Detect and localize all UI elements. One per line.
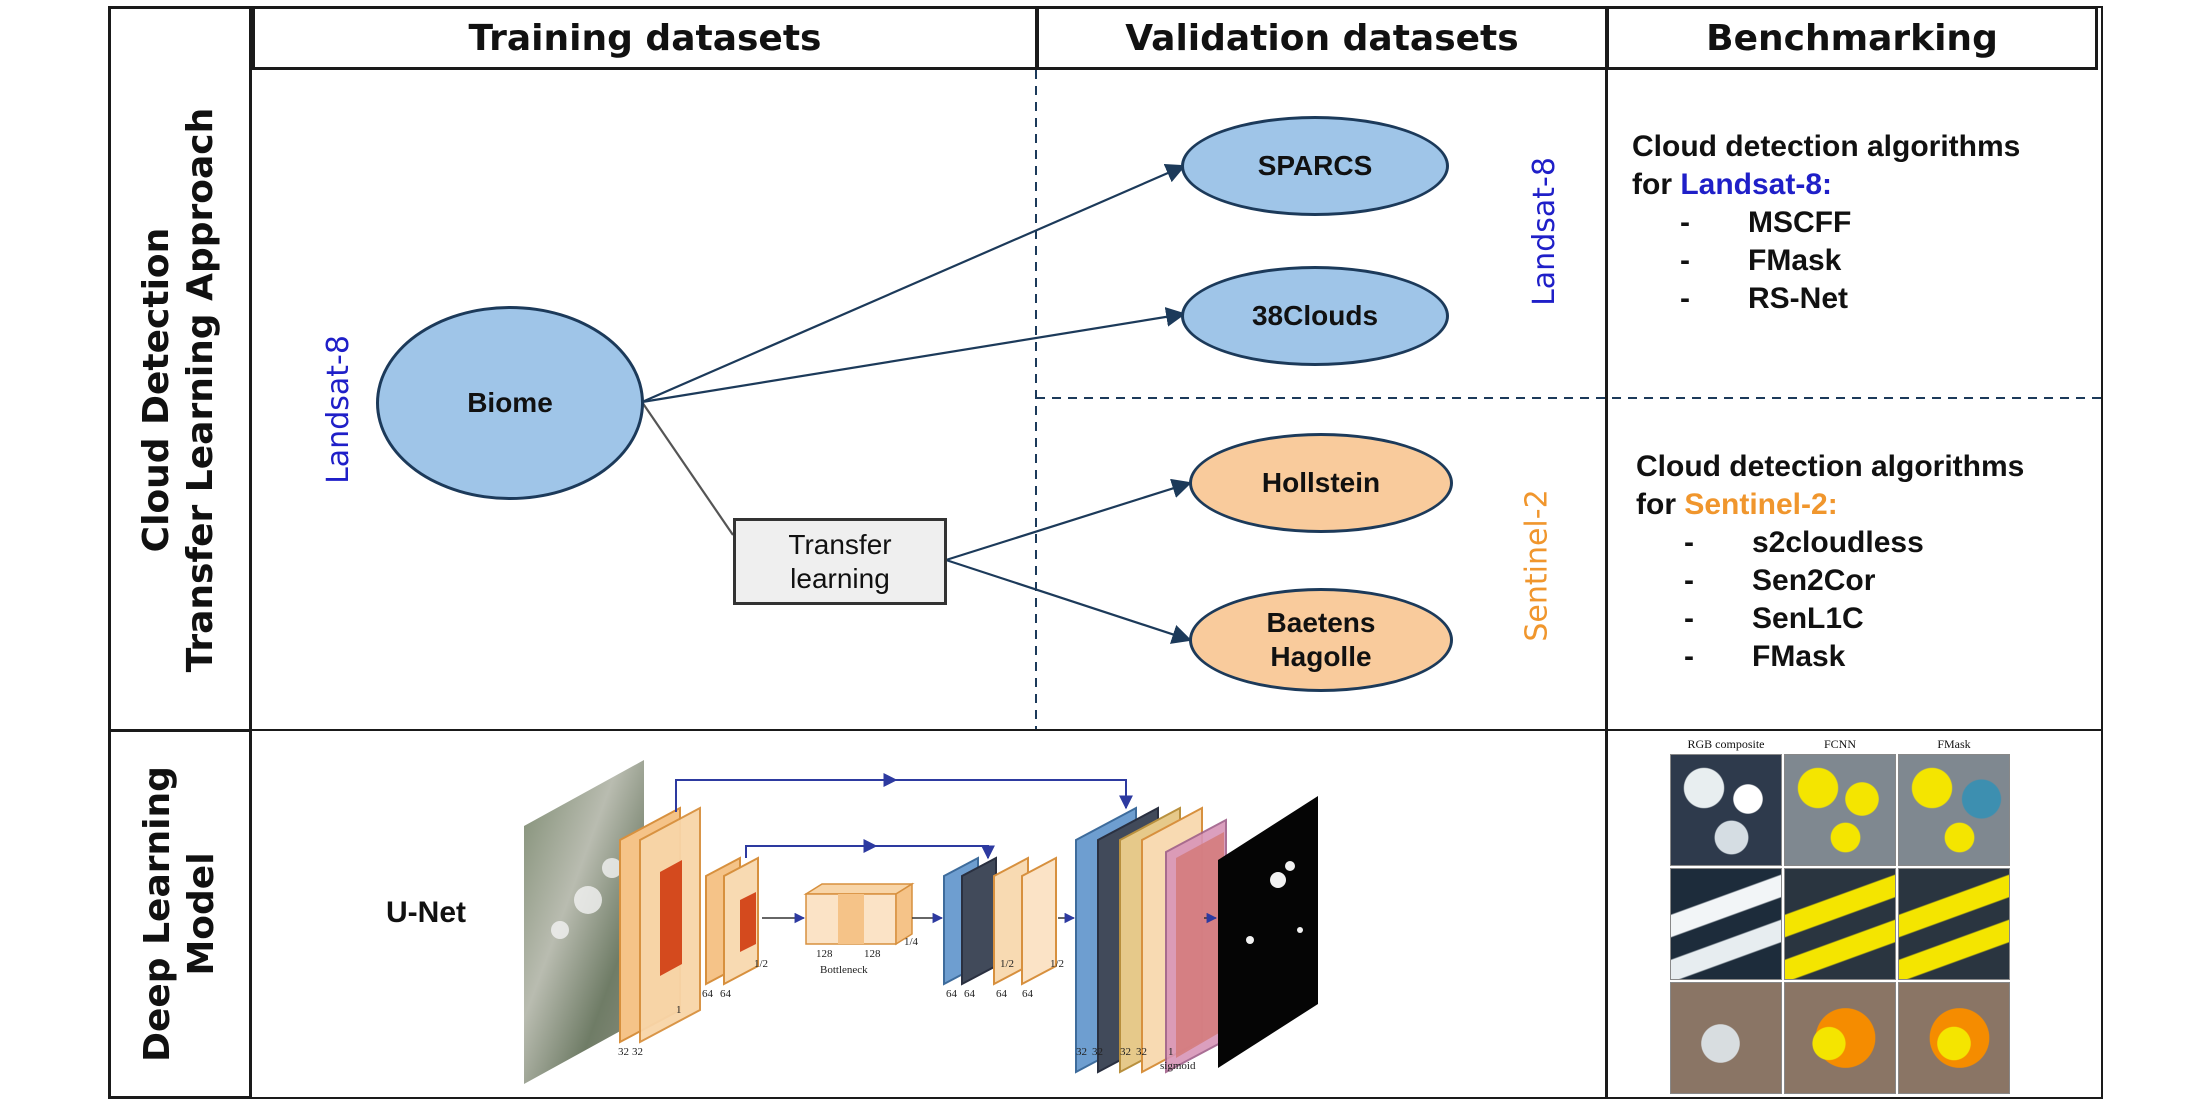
arrow-biome-38clouds [641,307,1186,404]
transfer-line1: Transfer [788,528,892,560]
tile-rgb-1 [1670,754,1782,866]
benchmark-landsat-prefix: for [1632,168,1681,201]
list-item: - s2cloudless [1636,524,2024,562]
list-dash: - [1684,526,1694,559]
fig-caption-rgb: RGB composite [1687,737,1765,751]
ch-label: 64 [964,988,975,1000]
ch-label: 32 [1120,1046,1131,1058]
tile-fcnn-2 [1784,868,1896,980]
skip-2 [745,845,995,860]
transfer-learning-node[interactable]: Transfer learning [733,518,947,605]
benchmark-landsat-item: MSCFF [1748,206,1852,239]
benchmark-sentinel-item: SenL1C [1752,602,1864,635]
ch-label: 32 [1092,1046,1103,1058]
header-benchmarking-title: Benchmarking [1706,17,1998,59]
header-benchmarking [1606,6,2098,70]
benchmark-sentinel-prefix: for [1636,488,1685,521]
list-dash: - [1680,244,1690,277]
benchmark-landsat: Cloud detection algorithms for Landsat-8… [1632,128,2020,318]
list-item: - FMask [1636,638,2024,676]
arrow-biome-transfer [641,401,734,536]
header-validation [1036,6,1608,70]
tile-fcnn-3 [1784,982,1896,1094]
list-item: - SenL1C [1636,600,2024,638]
fig-caption-fcnn: FCNN [1823,737,1856,751]
hollstein-node[interactable]: Hollstein [1189,433,1453,533]
unet-label: U-Net [386,896,466,929]
list-item: - MSCFF [1632,204,2020,242]
fig-caption-fmask: FMask [1937,737,1971,751]
header-training-title: Training datasets [468,17,822,59]
benchmark-sentinel-item: s2cloudless [1752,526,1924,559]
ch-label: 128 [864,948,881,960]
transfer-line2: learning [790,562,890,594]
ch-label: 64 [720,988,731,1000]
input-clouds [551,858,622,939]
list-item: - FMask [1632,242,2020,280]
arrow-transfer-baetens [945,558,1192,644]
benchmark-landsat-item: FMask [1748,244,1842,277]
ch-label: 64 [946,988,957,1000]
sparcs-node[interactable]: SPARCS [1181,116,1449,216]
38clouds-node[interactable]: 38Clouds [1181,266,1449,366]
benchmark-sentinel-item: FMask [1752,640,1846,673]
input-image [524,760,644,1084]
list-dash: - [1680,206,1690,239]
ch-label: 64 [996,988,1007,1000]
benchmark-landsat-line1: Cloud detection algorithms [1632,130,2021,163]
list-dash: - [1684,640,1694,673]
benchmark-landsat-line2: for Landsat-8: [1632,166,2020,204]
ch-label: 32 [632,1046,643,1058]
baetens-line1: Baetens [1266,607,1376,638]
bottleneck-label: Bottleneck [820,964,868,976]
list-item: - RS-Net [1632,280,2020,318]
benchmark-landsat-item: RS-Net [1748,282,1849,315]
ch-label: 32 [1136,1046,1147,1058]
tile-fmask-3 [1898,982,2010,1094]
skip-1 [675,779,1133,812]
scale-label: 1/2 [754,958,769,970]
ch-label: 64 [1022,988,1033,1000]
ch-label: 128 [816,948,833,960]
benchmark-separator [1605,68,1608,1099]
tile-rgb-3 [1670,982,1782,1094]
output-mask [1218,796,1318,1068]
list-dash: - [1684,602,1694,635]
arrow-biome-sparcs [641,164,1186,404]
row-label-top-cell [108,6,252,732]
ch-label: 64 [702,988,713,1000]
scale-label: 1/2 [1050,958,1065,970]
tile-fcnn-1 [1784,754,1896,866]
biome-node[interactable]: Biome [376,306,644,500]
ch-label: 32 [1076,1046,1087,1058]
scale-label: 1/2 [1000,958,1015,970]
ch-label: 1 [1168,1046,1174,1058]
ch-label: 32 [618,1046,629,1058]
list-dash: - [1684,564,1694,597]
benchmark-landsat-sensor: Landsat-8: [1680,168,1833,201]
scale-label: 1/4 [904,936,919,948]
tile-rgb-2 [1670,868,1782,980]
benchmark-sentinel-line2: for Sentinel-2: [1636,486,2024,524]
tile-fmask-1 [1898,754,2010,866]
header-training [252,6,1038,70]
arrow-transfer-hollstein [945,478,1192,562]
row-label-bottom-cell [108,729,252,1099]
header-validation-title: Validation datasets [1125,17,1519,59]
list-item: - Sen2Cor [1636,562,2024,600]
sigmoid-label: sigmoid [1160,1060,1196,1072]
baetens-line2: Hagolle [1270,641,1372,672]
tile-fmask-2 [1898,868,2010,980]
baetens-hagolle-node[interactable]: Baetens Hagolle [1189,588,1453,692]
scale-label: 1 [676,1004,682,1016]
benchmark-sentinel-item: Sen2Cor [1752,564,1876,597]
output-clouds [1246,861,1303,944]
list-dash: - [1680,282,1690,315]
benchmark-sentinel-sensor: Sentinel-2: [1684,488,1838,521]
benchmark-sentinel: Cloud detection algorithms for Sentinel-… [1636,448,2024,676]
benchmark-sentinel-line1: Cloud detection algorithms [1636,450,2025,483]
